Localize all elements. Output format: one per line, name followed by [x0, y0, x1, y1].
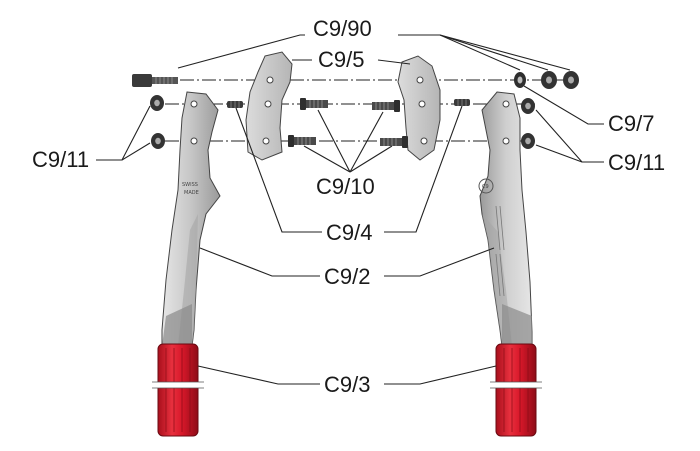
left-handle-hole-top — [190, 100, 198, 108]
label-c9-90: C9/90 — [313, 16, 372, 41]
leader-c9-11-left-b — [121, 142, 151, 161]
right-jaw-hole-2 — [418, 100, 426, 108]
left-jaw-hole-2 — [262, 137, 270, 145]
right-grip-band — [490, 382, 542, 388]
right-handle-bevel — [502, 304, 532, 346]
right-grip — [490, 343, 542, 437]
left-jaw-hole-3 — [266, 76, 274, 84]
leader-c9-4-left — [235, 107, 322, 233]
right-jaw-hole-1 — [416, 76, 424, 84]
screws — [288, 98, 408, 148]
left-handle-marking-2: MADE — [184, 190, 199, 196]
left-grip-band — [152, 382, 204, 388]
leader-c9-5-right — [377, 59, 411, 65]
left-handle-hole-bottom — [190, 137, 198, 145]
leader-c9-3-left — [197, 365, 320, 385]
label-c9-7: C9/7 — [608, 111, 654, 136]
right-handle-logo-text: C9 — [482, 184, 489, 190]
leader-c9-90-right-c — [439, 34, 571, 71]
left-handle-marking-1: SWISS — [182, 182, 198, 188]
leader-c9-11-right-b — [535, 144, 583, 163]
leader-c9-10-a — [317, 109, 351, 173]
leader-c9-4-right — [384, 105, 463, 233]
right-handle-engraving — [495, 205, 505, 297]
right-handle-hole-bottom — [502, 137, 510, 145]
leader-c9-10-d — [349, 145, 393, 173]
callout-labels: C9/90 C9/5 C9/7 C9/11 C9/11 C9/10 C9/4 C… — [32, 16, 665, 397]
leader-c9-2-left — [199, 247, 320, 277]
left-grip — [152, 343, 204, 437]
left-nuts — [150, 95, 165, 149]
leader-c9-10-c — [349, 111, 384, 173]
right-jaw — [397, 55, 441, 161]
label-c9-11-right: C9/11 — [608, 150, 665, 175]
washer-c9-7 — [514, 72, 526, 88]
left-grip-body — [157, 343, 199, 437]
leader-c9-90-right-b — [439, 34, 549, 71]
screw-1 — [300, 98, 328, 110]
leader-c9-90-left — [177, 34, 305, 69]
long-bolt-shank — [152, 77, 178, 84]
right-pin — [454, 99, 470, 106]
leader-c9-2-right — [384, 247, 495, 277]
screw-4 — [380, 136, 408, 148]
leader-c9-11-right-a — [535, 109, 604, 163]
top-nuts — [541, 71, 579, 89]
right-nuts — [521, 98, 535, 149]
left-handle-bevel — [162, 304, 192, 346]
label-c9-11-left: C9/11 — [32, 147, 89, 172]
label-c9-10: C9/10 — [316, 174, 375, 199]
label-c9-5: C9/5 — [318, 47, 364, 72]
right-handle-logo-icon — [478, 178, 494, 194]
leader-c9-10-b — [303, 145, 351, 173]
label-c9-3: C9/3 — [324, 372, 370, 397]
right-jaw-hole-3 — [420, 137, 428, 145]
long-bolt-head — [132, 74, 152, 87]
leader-c9-7 — [523, 85, 604, 125]
right-handle-hole-top — [502, 100, 510, 108]
leader-c9-3-right — [384, 365, 497, 385]
screw-3 — [372, 100, 400, 112]
left-jaw — [245, 51, 293, 161]
leader-lines — [96, 34, 604, 385]
left-handle: SWISS MADE — [161, 91, 221, 347]
screw-2 — [288, 135, 316, 147]
leader-c9-11-left-a — [96, 105, 151, 161]
long-bolt — [132, 74, 178, 87]
right-jaw-body — [397, 55, 441, 161]
assembly-axes — [165, 79, 575, 142]
label-c9-4: C9/4 — [326, 220, 372, 245]
left-pin — [227, 101, 243, 108]
right-handle: C9 — [478, 91, 533, 347]
right-grip-body — [495, 343, 537, 437]
label-c9-2: C9/2 — [324, 264, 370, 289]
left-jaw-hole-1 — [264, 100, 272, 108]
